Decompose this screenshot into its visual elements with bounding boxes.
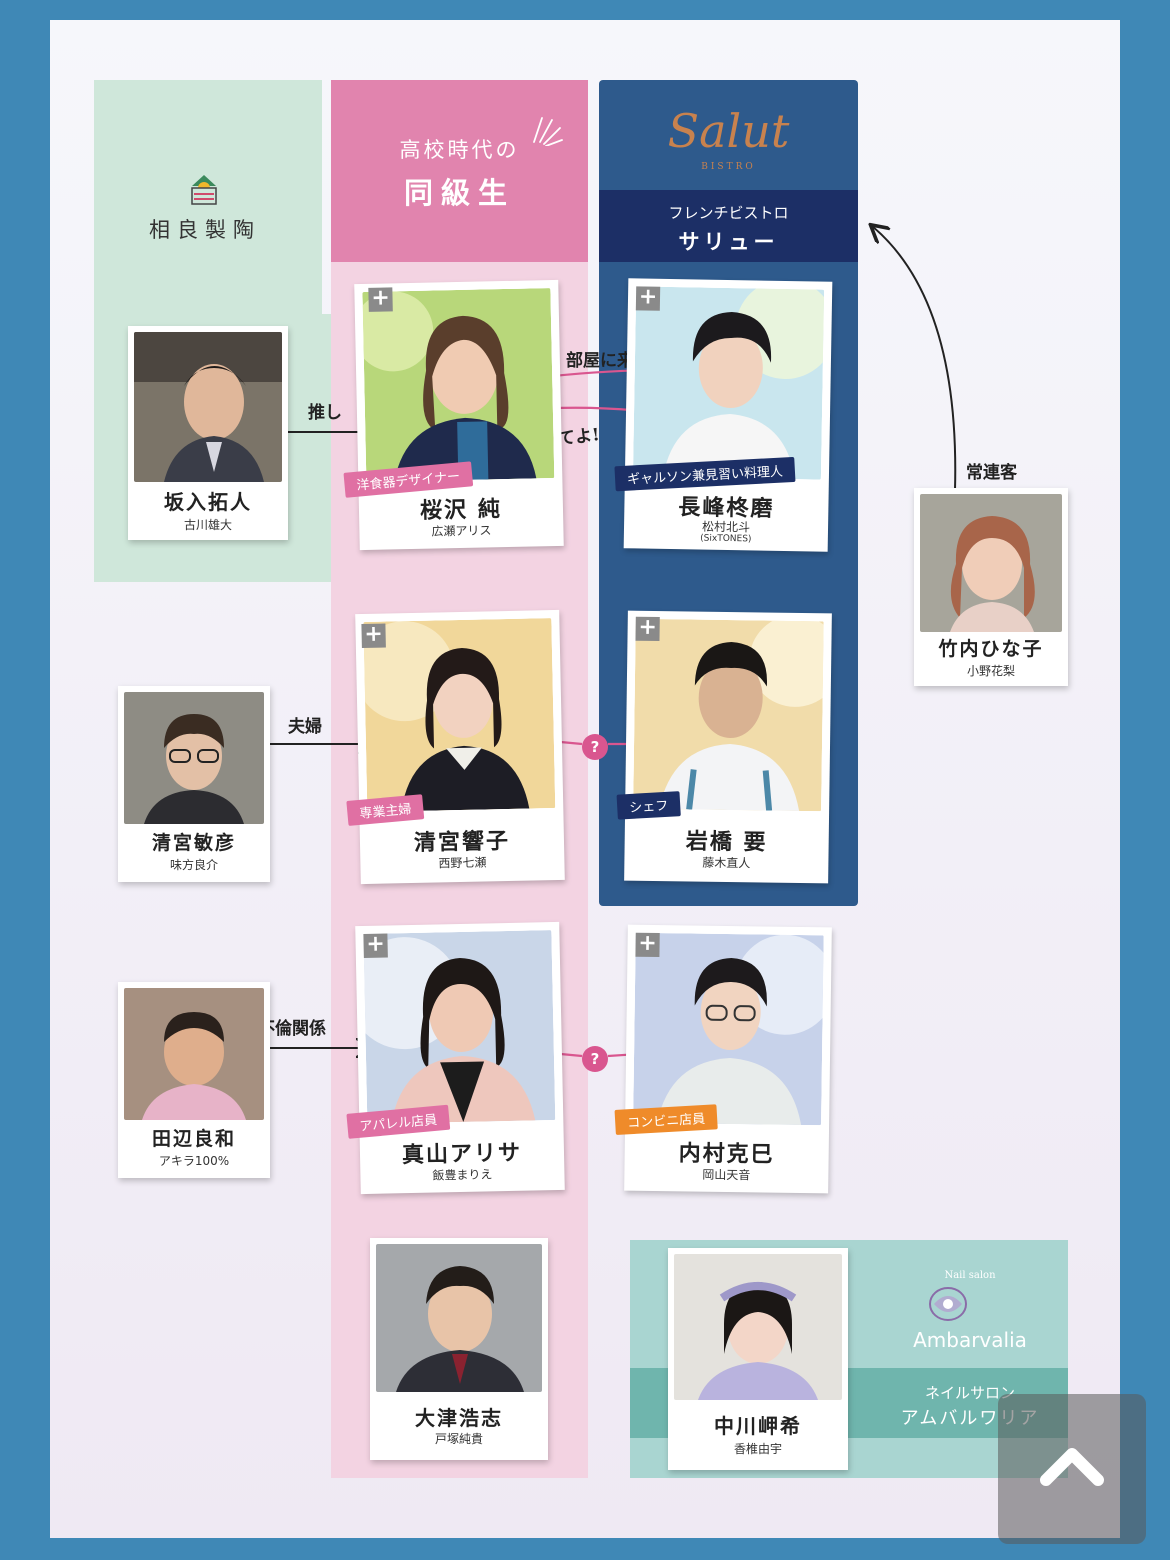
character-photo bbox=[674, 1254, 842, 1400]
bistro-logo: Salut bbox=[667, 104, 790, 158]
character-photo bbox=[920, 494, 1062, 632]
character-photo bbox=[633, 618, 824, 812]
character-photo bbox=[124, 988, 264, 1120]
bistro-logo-sub: BISTRO bbox=[701, 162, 756, 172]
classmates-header bbox=[331, 80, 588, 262]
character-card-kiyomiya-kyoko[interactable]: + 専業主婦 清宮響子 西野七瀬 bbox=[346, 609, 565, 885]
character-photo bbox=[124, 692, 264, 824]
actor-name: 小野花梨 bbox=[966, 664, 1015, 678]
character-photo bbox=[363, 930, 556, 1124]
character-card-mayama[interactable]: + アパレル店員 真山アリサ 飯豊まりえ bbox=[346, 921, 565, 1195]
heart-question-icon: ? bbox=[582, 1046, 608, 1072]
heart-question-icon: ? bbox=[582, 734, 608, 760]
actor-name: 古川雄大 bbox=[183, 518, 232, 532]
actor-name: 味方良介 bbox=[169, 858, 218, 872]
character-card-uchimura[interactable]: + コンビニ店員 内村克巳 岡山天音 bbox=[614, 924, 832, 1194]
relation-oshi-label: 推し bbox=[308, 403, 342, 423]
character-role-badge: 専業主婦 bbox=[346, 794, 425, 826]
bistro-header-band bbox=[599, 190, 858, 262]
character-name: 田辺良和 bbox=[151, 1128, 236, 1150]
character-name: 清宮敏彦 bbox=[151, 832, 236, 854]
nail-salon-emblem-icon bbox=[929, 1287, 967, 1321]
expand-icon[interactable]: + bbox=[635, 615, 660, 642]
nail-salon-small-label: Nail salon bbox=[944, 1270, 996, 1281]
actor-name: 戸塚純貴 bbox=[434, 1432, 483, 1446]
relation-joren-label: 常連客 bbox=[966, 463, 1017, 483]
actor-name: 香椎由宇 bbox=[733, 1442, 782, 1456]
character-role-badge: シェフ bbox=[616, 791, 681, 820]
expand-icon[interactable]: + bbox=[635, 931, 660, 958]
company-name: 相良製陶 bbox=[149, 218, 261, 242]
classmates-title-line1: 高校時代の bbox=[399, 138, 520, 162]
actor-group: (SixTONES) bbox=[700, 533, 752, 545]
company-logo-icon bbox=[191, 175, 217, 205]
character-photo bbox=[362, 288, 555, 482]
character-photo bbox=[632, 286, 825, 480]
classmates-title-line2: 同級生 bbox=[403, 176, 515, 210]
chevron-up-icon bbox=[1040, 1448, 1104, 1486]
character-photo bbox=[376, 1244, 542, 1392]
sparkle-icon bbox=[533, 117, 563, 146]
nail-salon-logo: Ambarvalia bbox=[913, 1328, 1027, 1352]
character-card-nagamine[interactable]: + ギャルソン兼見習い料理人 長峰柊磨 松村北斗 (SixTONES) bbox=[614, 278, 833, 552]
character-name: 竹内ひな子 bbox=[938, 638, 1044, 660]
actor-name: 岡山天音 bbox=[702, 1167, 751, 1183]
character-photo bbox=[134, 332, 282, 482]
bistro-title-line2: サリュー bbox=[678, 229, 779, 254]
character-name: 大津浩志 bbox=[415, 1406, 503, 1430]
bistro-title-line1: フレンチビストロ bbox=[668, 204, 789, 222]
actor-name: アキラ100% bbox=[158, 1154, 230, 1168]
character-photo bbox=[633, 932, 824, 1126]
expand-icon[interactable]: + bbox=[363, 932, 388, 958]
character-card-kiyomiya-toshihiko[interactable]: 清宮敏彦 味方良介 bbox=[118, 686, 270, 882]
character-name: 中川岬希 bbox=[714, 1414, 802, 1438]
actor-name: 広瀬アリス bbox=[431, 523, 492, 539]
character-card-sakurazawa[interactable]: + 洋食器デザイナー 桜沢 純 広瀬アリス bbox=[343, 279, 564, 551]
character-role-badge: アパレル店員 bbox=[346, 1104, 450, 1139]
nail-salon-title-line1: ネイルサロン bbox=[924, 1384, 1015, 1402]
character-card-tanabe[interactable]: 田辺良和 アキラ100% bbox=[118, 982, 270, 1178]
relation-fuufu-label: 夫婦 bbox=[288, 717, 322, 737]
character-card-takeuchi[interactable]: 竹内ひな子 小野花梨 bbox=[914, 488, 1068, 686]
character-card-iwahashi[interactable]: + シェフ 岩橋 要 藤木直人 bbox=[616, 610, 832, 884]
expand-icon[interactable]: + bbox=[635, 284, 661, 311]
expand-icon[interactable]: + bbox=[368, 285, 393, 312]
character-card-nakagawa[interactable]: 中川岬希 香椎由宇 bbox=[668, 1248, 848, 1470]
character-role-badge: コンビニ店員 bbox=[614, 1104, 718, 1135]
relation-furin-label: 不倫関係 bbox=[258, 1019, 326, 1039]
actor-name: 藤木直人 bbox=[702, 855, 751, 871]
character-photo bbox=[363, 618, 556, 812]
character-card-sakairi[interactable]: 坂入拓人 古川雄大 bbox=[128, 326, 288, 540]
expand-icon[interactable]: + bbox=[361, 622, 386, 649]
actor-name: 西野七瀬 bbox=[438, 855, 487, 871]
scroll-to-top-button[interactable] bbox=[998, 1394, 1146, 1544]
character-name: 坂入拓人 bbox=[164, 490, 252, 514]
actor-name: 飯豊まりえ bbox=[432, 1167, 493, 1183]
character-card-otsu[interactable]: 大津浩志 戸塚純貴 bbox=[370, 1238, 548, 1460]
